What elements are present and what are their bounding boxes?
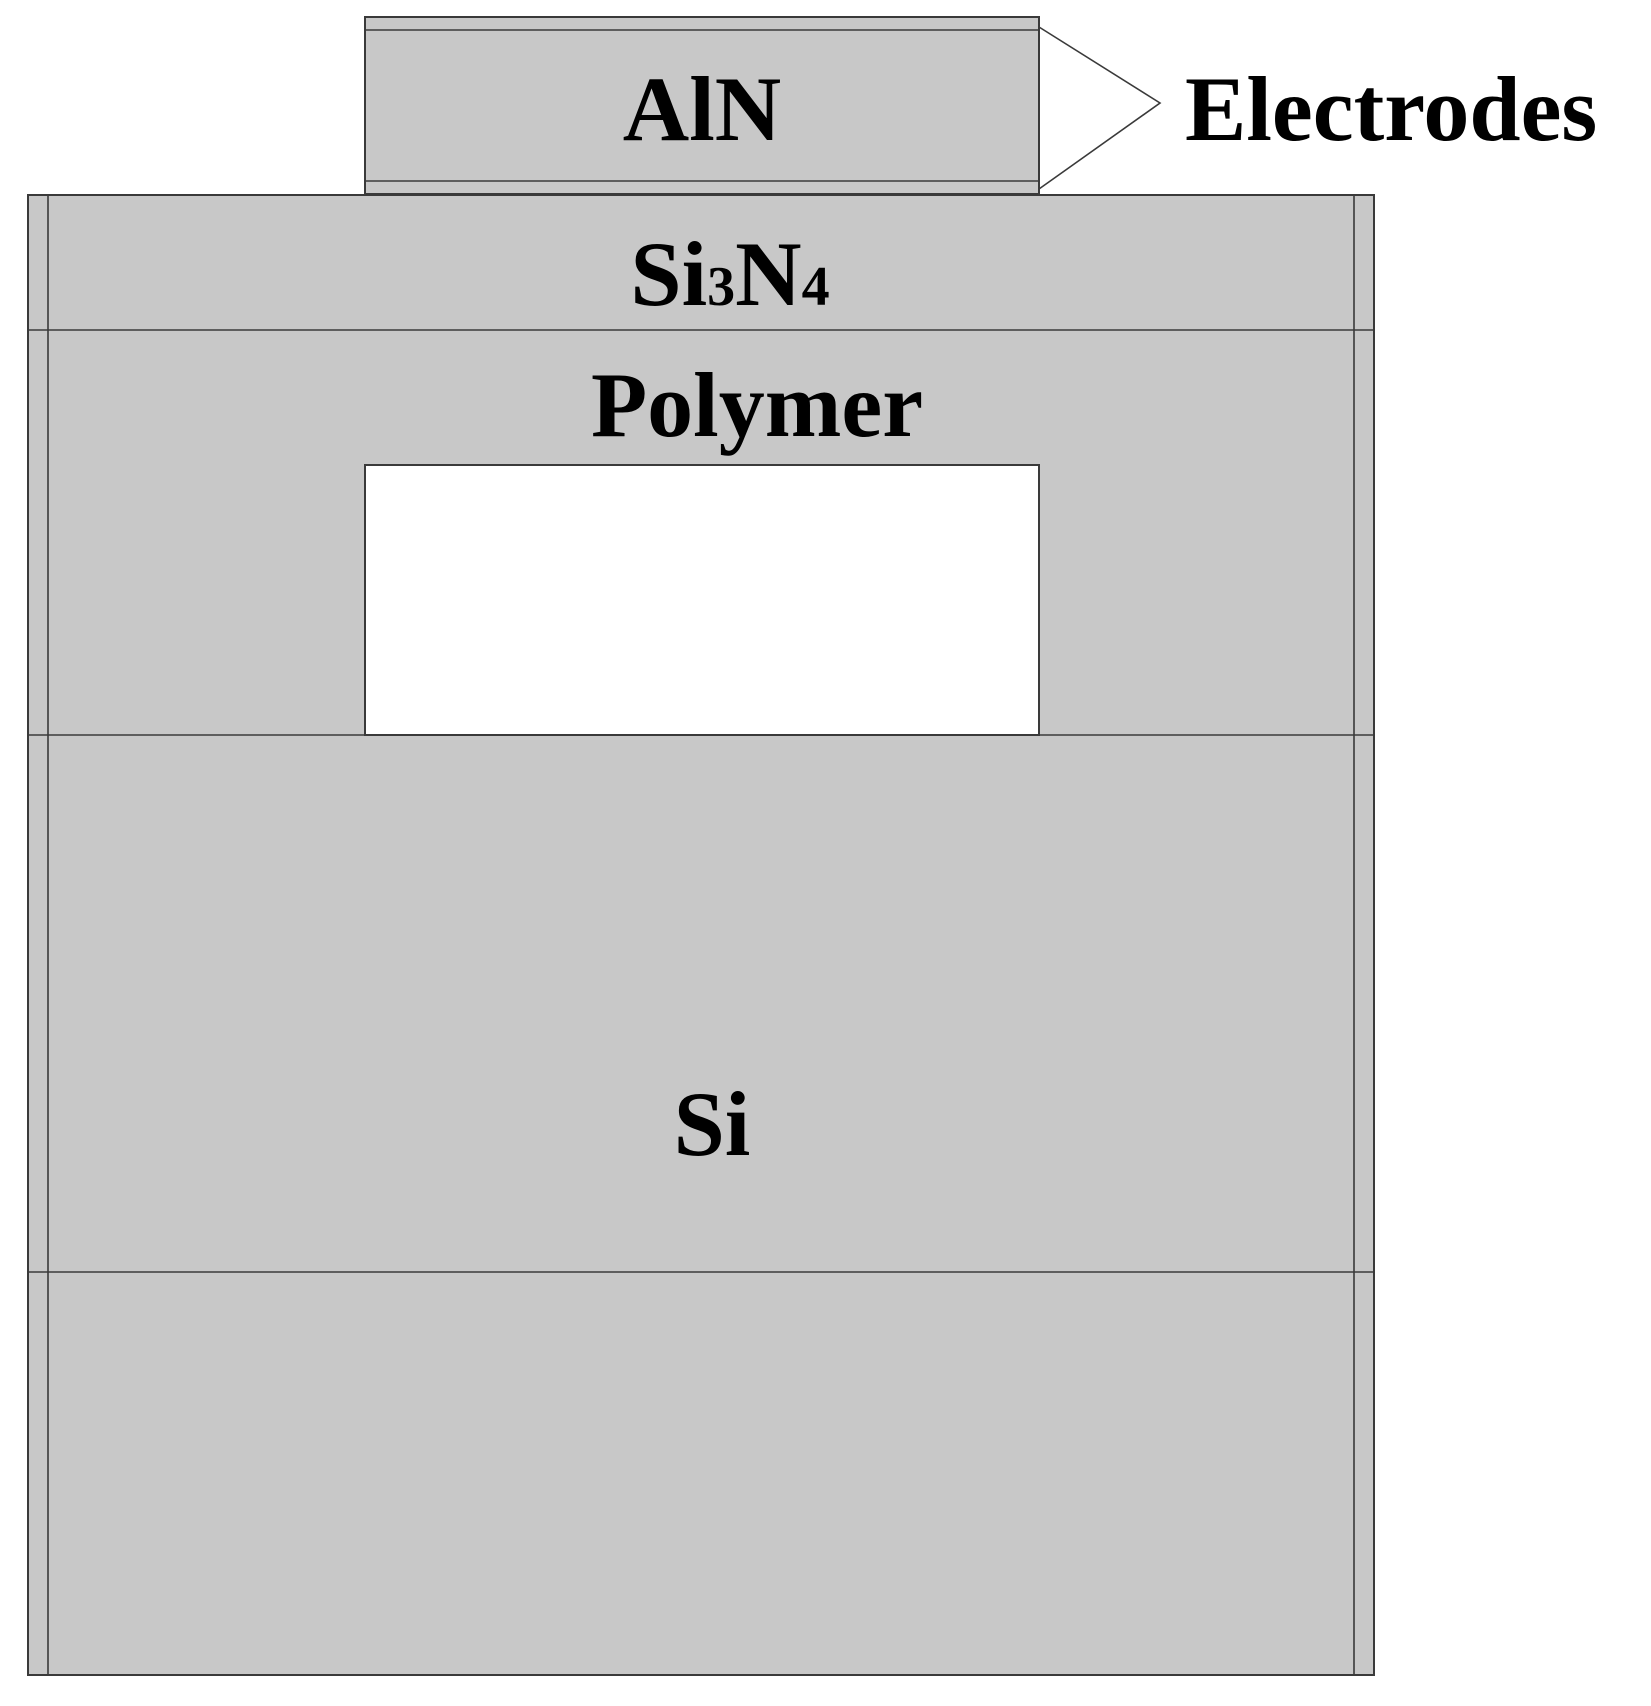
si3n4-label-si: Si bbox=[630, 223, 707, 325]
si3n4-label-sub4: 4 bbox=[802, 256, 830, 318]
aln-label: AlN bbox=[623, 58, 781, 160]
electrodes-label: Electrodes bbox=[1185, 58, 1597, 160]
si3n4-label-n: N bbox=[735, 223, 801, 325]
substrate-stack bbox=[27, 194, 1375, 1676]
substrate-outline bbox=[27, 194, 1375, 1676]
si-label: Si bbox=[674, 1073, 751, 1175]
electrodes-callout-bracket bbox=[1038, 26, 1162, 190]
si3n4-label-sub3: 3 bbox=[707, 256, 735, 318]
polymer-label: Polymer bbox=[591, 354, 923, 456]
cavity bbox=[364, 464, 1040, 736]
si3n4-label: Si3N4 bbox=[630, 223, 829, 325]
aln-stack bbox=[364, 16, 1040, 195]
aln-layer bbox=[364, 16, 1040, 195]
